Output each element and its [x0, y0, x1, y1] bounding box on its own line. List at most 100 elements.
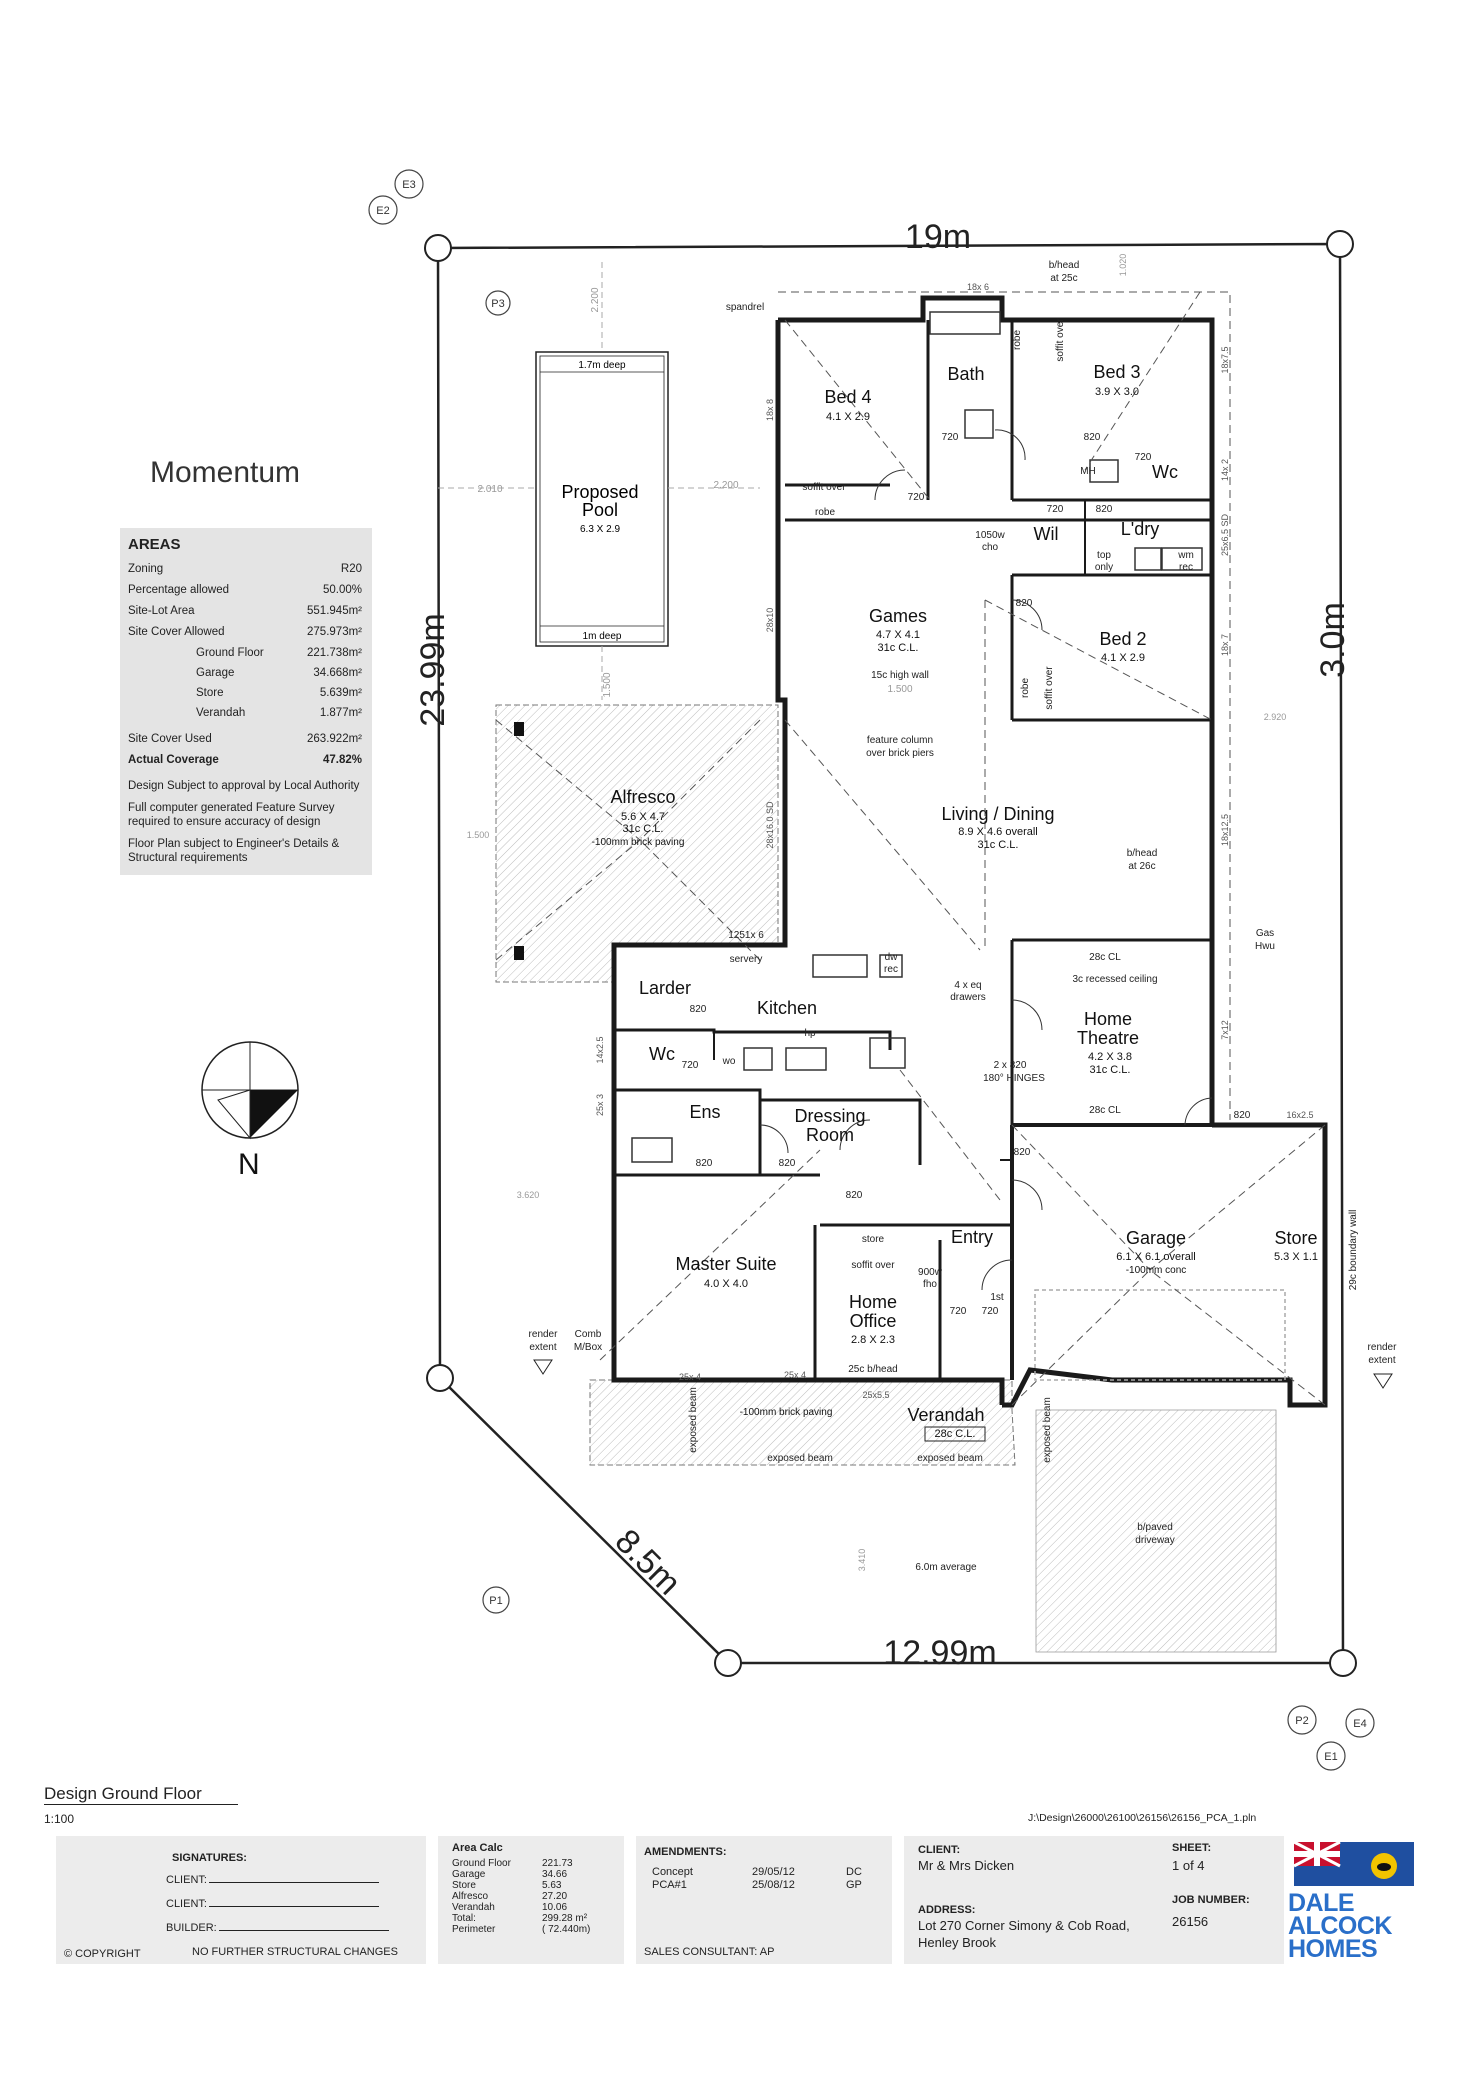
areas-row-value: R20: [340, 563, 362, 575]
setback-3620: 3.620: [517, 1190, 540, 1200]
areas-row-value: 50.00%: [322, 584, 362, 596]
room-living-ceiling: 31c C.L.: [978, 839, 1019, 851]
dim-25x4b: 25x 4: [784, 1370, 806, 1380]
areas-sub-label: Garage: [196, 667, 235, 679]
room-ldry-name: L'dry: [1121, 519, 1159, 539]
site-dim-left: 23.99m: [414, 613, 452, 726]
tb-client2-line: [208, 1896, 379, 1907]
door-820-f: 820: [779, 1158, 796, 1169]
driveway-paving: [1035, 1409, 1277, 1653]
areas-row-label: Site-Lot Area: [128, 605, 195, 617]
room-alfresco-ceiling: 31c C.L.: [623, 823, 664, 835]
note-bhead-25c: 25c b/head: [848, 1364, 898, 1375]
tb-amendments: AMENDMENTS:: [644, 1846, 727, 1858]
room-wc2-name: Wc: [649, 1044, 675, 1064]
marker-e2: E2: [376, 205, 389, 217]
areas-row-label: Zoning: [128, 563, 164, 575]
tb-sheet-heading: SHEET:: [1172, 1842, 1212, 1854]
room-labels: Bed 4 4.1 X 2.9 Bath Bed 3 3.9 X 3.0 Wc …: [592, 362, 1318, 1440]
tb-client1-label: CLIENT:: [166, 1874, 207, 1886]
room-garage-name: Garage: [1126, 1228, 1186, 1248]
tb-calc-values: 221.73 34.66 5.63 27.20 10.06 299.28 m² …: [542, 1858, 590, 1935]
tb-calc-label: Store: [452, 1880, 476, 1891]
tb-calc-value: 27.20: [542, 1891, 568, 1902]
tb-calc-labels: Ground Floor Garage Store Alfresco Veran…: [452, 1858, 511, 1935]
note-soffit-office: soffit over: [851, 1260, 895, 1271]
verandah-ceiling-box: [924, 1426, 986, 1442]
dim-18x7-5: 18x7.5: [1220, 346, 1230, 373]
door-swings: [759, 429, 1213, 1291]
areas-note-survey: Full computer generated Feature Survey r…: [128, 802, 335, 828]
tb-client1-line: [208, 1872, 379, 1883]
room-living-size: 8.9 X 4.6 overall: [958, 826, 1038, 838]
room-wc1-name: Wc: [1152, 462, 1178, 482]
setback-1500: 1.500: [467, 830, 490, 840]
tb-client-box: [904, 1836, 1284, 1964]
flag-icon: [1293, 1840, 1414, 1886]
note-cl-28-top: 28c CL: [1089, 952, 1121, 963]
dim-28x16: 28x16.0 SD: [765, 801, 775, 849]
door-720-g: 720: [982, 1306, 999, 1317]
setback-3410: 3.410: [857, 1549, 867, 1572]
door-820-i: 820: [1234, 1110, 1251, 1121]
tb-amend-date: 25/08/12: [752, 1879, 795, 1891]
door-size-labels: 820 820 820 820 820 820 820 820 820 720 …: [682, 432, 1251, 1317]
logo-line-homes: HOMES: [1288, 1935, 1378, 1963]
site-dim-bottom: 12.99m: [883, 1634, 996, 1672]
room-games-size: 4.7 X 4.1: [876, 629, 920, 641]
room-games-name: Games: [869, 606, 927, 626]
design-ground-floor-label: Design Ground Floor: [44, 1784, 238, 1805]
tb-calc-label: Garage: [452, 1869, 486, 1880]
dim-18x7: 18x 7: [1220, 634, 1230, 656]
note-mh: MH: [1080, 466, 1096, 477]
door-820-h: 820: [1014, 1147, 1031, 1158]
room-bath-name: Bath: [947, 364, 984, 384]
tb-client-heading: CLIENT:: [918, 1844, 961, 1856]
dim-16x2-5: 16x2.5: [1286, 1110, 1313, 1120]
tb-sales-consultant: SALES CONSULTANT: AP: [644, 1946, 775, 1958]
tb-sheet: 1 of 4: [1172, 1858, 1205, 1873]
areas-row-value: 551.945m²: [307, 605, 362, 617]
tb-area-calc: Area Calc: [452, 1842, 503, 1854]
tb-builder: BUILDER:: [166, 1920, 389, 1934]
note-spandrel: spandrel: [726, 302, 764, 313]
tb-calc-value: 5.63: [542, 1880, 562, 1891]
note-exposed-beam-v1: exposed beam: [688, 1387, 699, 1453]
room-verandah-name: Verandah: [907, 1405, 984, 1425]
tb-job-number: 26156: [1172, 1914, 1209, 1929]
door-820-c: 820: [1016, 598, 1033, 609]
marker-e3: E3: [402, 179, 415, 191]
door-820-b: 820: [1096, 504, 1113, 515]
tb-signatures-box: [56, 1836, 426, 1964]
room-entry-name: Entry: [951, 1227, 993, 1247]
dim-28x10: 28x10: [765, 608, 775, 633]
title-block: © COPYRIGHT SIGNATURES: CLIENT: CLIENT: …: [56, 1836, 1420, 1964]
logo-line-dale: DALE: [1288, 1889, 1355, 1917]
dim-25x6: 25x6.5 SD: [1220, 513, 1230, 556]
note-high-wall: 15c high wall: [871, 670, 929, 681]
note-recess: 3c recessed ceiling: [1072, 974, 1157, 985]
room-bed4-size: 4.1 X 2.9: [826, 411, 870, 423]
areas-actual-label: Actual Coverage: [128, 754, 219, 766]
tb-client-name: Mr & Mrs Dicken: [918, 1858, 1015, 1873]
tb-client2-label: CLIENT:: [166, 1898, 207, 1910]
room-kitchen-name: Kitchen: [757, 998, 817, 1018]
note-1251x6: 1251x 6: [728, 930, 764, 941]
room-larder-name: Larder: [639, 978, 691, 998]
tb-signatures: SIGNATURES:: [172, 1852, 247, 1864]
tb-calc-value: 34.66: [542, 1869, 568, 1880]
areas-heading: AREAS: [128, 536, 181, 553]
